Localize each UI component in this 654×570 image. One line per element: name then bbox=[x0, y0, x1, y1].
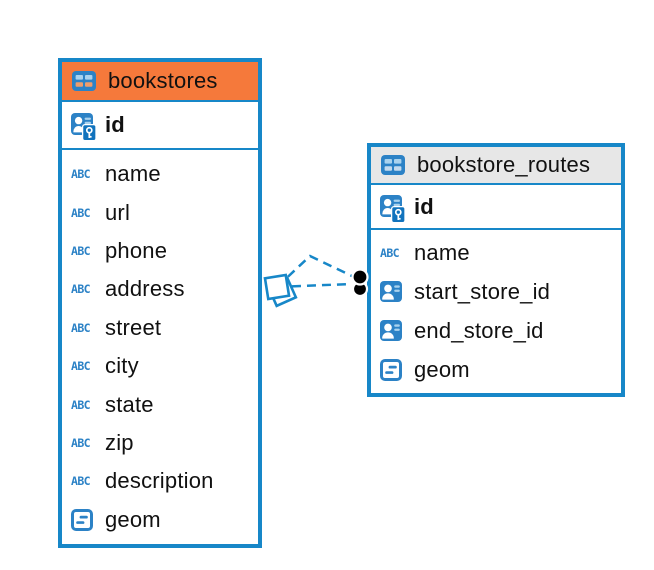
column-name: address bbox=[105, 276, 185, 302]
relationship-line[interactable] bbox=[276, 254, 353, 288]
primary-key-icon bbox=[71, 108, 97, 142]
column-name: url bbox=[105, 199, 131, 225]
geometry-icon bbox=[71, 509, 97, 531]
table-title: bookstores bbox=[108, 68, 218, 93]
column-name: end_store_id bbox=[414, 317, 544, 343]
column-row[interactable]: start_store_id bbox=[371, 272, 621, 311]
table-bookstore-routes[interactable]: bookstore_routes id ABC name start_store… bbox=[367, 143, 625, 397]
table-header[interactable]: bookstores bbox=[62, 62, 258, 102]
table-icon bbox=[381, 155, 405, 175]
column-row[interactable]: geom bbox=[371, 350, 621, 389]
column-name: description bbox=[105, 468, 214, 494]
relationship-dot-marker[interactable] bbox=[351, 280, 369, 298]
abc-text-icon: ABC bbox=[71, 397, 91, 412]
column-row[interactable]: ABC phone bbox=[62, 232, 258, 270]
abc-text-icon: ABC bbox=[71, 474, 91, 489]
column-row[interactable]: ABC zip bbox=[62, 424, 258, 462]
column-row[interactable]: ABC description bbox=[62, 462, 258, 500]
person-ref-icon bbox=[380, 320, 406, 341]
column-row[interactable]: end_store_id bbox=[371, 311, 621, 350]
column-name: city bbox=[105, 353, 139, 379]
abc-text-icon: ABC bbox=[71, 243, 91, 258]
column-name: id bbox=[414, 193, 434, 219]
column-list: ABC name start_store_id end_store_id ge bbox=[371, 230, 621, 389]
column-name: phone bbox=[105, 237, 168, 263]
column-name: start_store_id bbox=[414, 278, 551, 304]
column-name: id bbox=[105, 112, 125, 137]
column-name: geom bbox=[105, 506, 161, 532]
relationship-diamond-marker[interactable] bbox=[263, 273, 291, 301]
person-ref-icon bbox=[380, 281, 406, 302]
column-row[interactable]: ABC name bbox=[62, 155, 258, 193]
column-row[interactable]: ABC city bbox=[62, 347, 258, 385]
abc-text-icon: ABC bbox=[71, 205, 91, 220]
column-row[interactable]: ABC address bbox=[62, 270, 258, 308]
abc-text-icon: ABC bbox=[71, 167, 91, 182]
column-name: zip bbox=[105, 429, 134, 455]
abc-text-icon: ABC bbox=[71, 320, 91, 335]
table-title: bookstore_routes bbox=[417, 152, 591, 177]
column-name: name bbox=[105, 161, 161, 187]
relationship-dot-marker[interactable] bbox=[351, 268, 369, 286]
table-bookstores[interactable]: bookstores id ABC name ABC url ABC phone… bbox=[58, 58, 262, 548]
abc-text-icon: ABC bbox=[71, 359, 91, 374]
column-name: geom bbox=[414, 356, 470, 382]
column-row[interactable]: ABC name bbox=[371, 233, 621, 272]
column-row[interactable]: ABC state bbox=[62, 385, 258, 423]
column-row[interactable]: geom bbox=[62, 501, 258, 539]
column-name: name bbox=[414, 239, 470, 265]
column-name: street bbox=[105, 314, 162, 340]
abc-text-icon: ABC bbox=[380, 245, 400, 260]
column-row-pk[interactable]: id bbox=[62, 102, 258, 150]
geometry-icon bbox=[380, 359, 406, 381]
table-icon bbox=[72, 71, 96, 91]
table-header[interactable]: bookstore_routes bbox=[371, 147, 621, 185]
column-list: ABC name ABC url ABC phone ABC address A… bbox=[62, 150, 258, 539]
column-row[interactable]: ABC url bbox=[62, 193, 258, 231]
column-row[interactable]: ABC street bbox=[62, 309, 258, 347]
relationship-line[interactable] bbox=[276, 282, 352, 289]
abc-text-icon: ABC bbox=[71, 435, 91, 450]
relationship-diamond-marker[interactable] bbox=[266, 276, 298, 308]
column-row-pk[interactable]: id bbox=[371, 185, 621, 230]
primary-key-icon bbox=[380, 190, 406, 224]
abc-text-icon: ABC bbox=[71, 282, 91, 297]
column-name: state bbox=[105, 391, 154, 417]
